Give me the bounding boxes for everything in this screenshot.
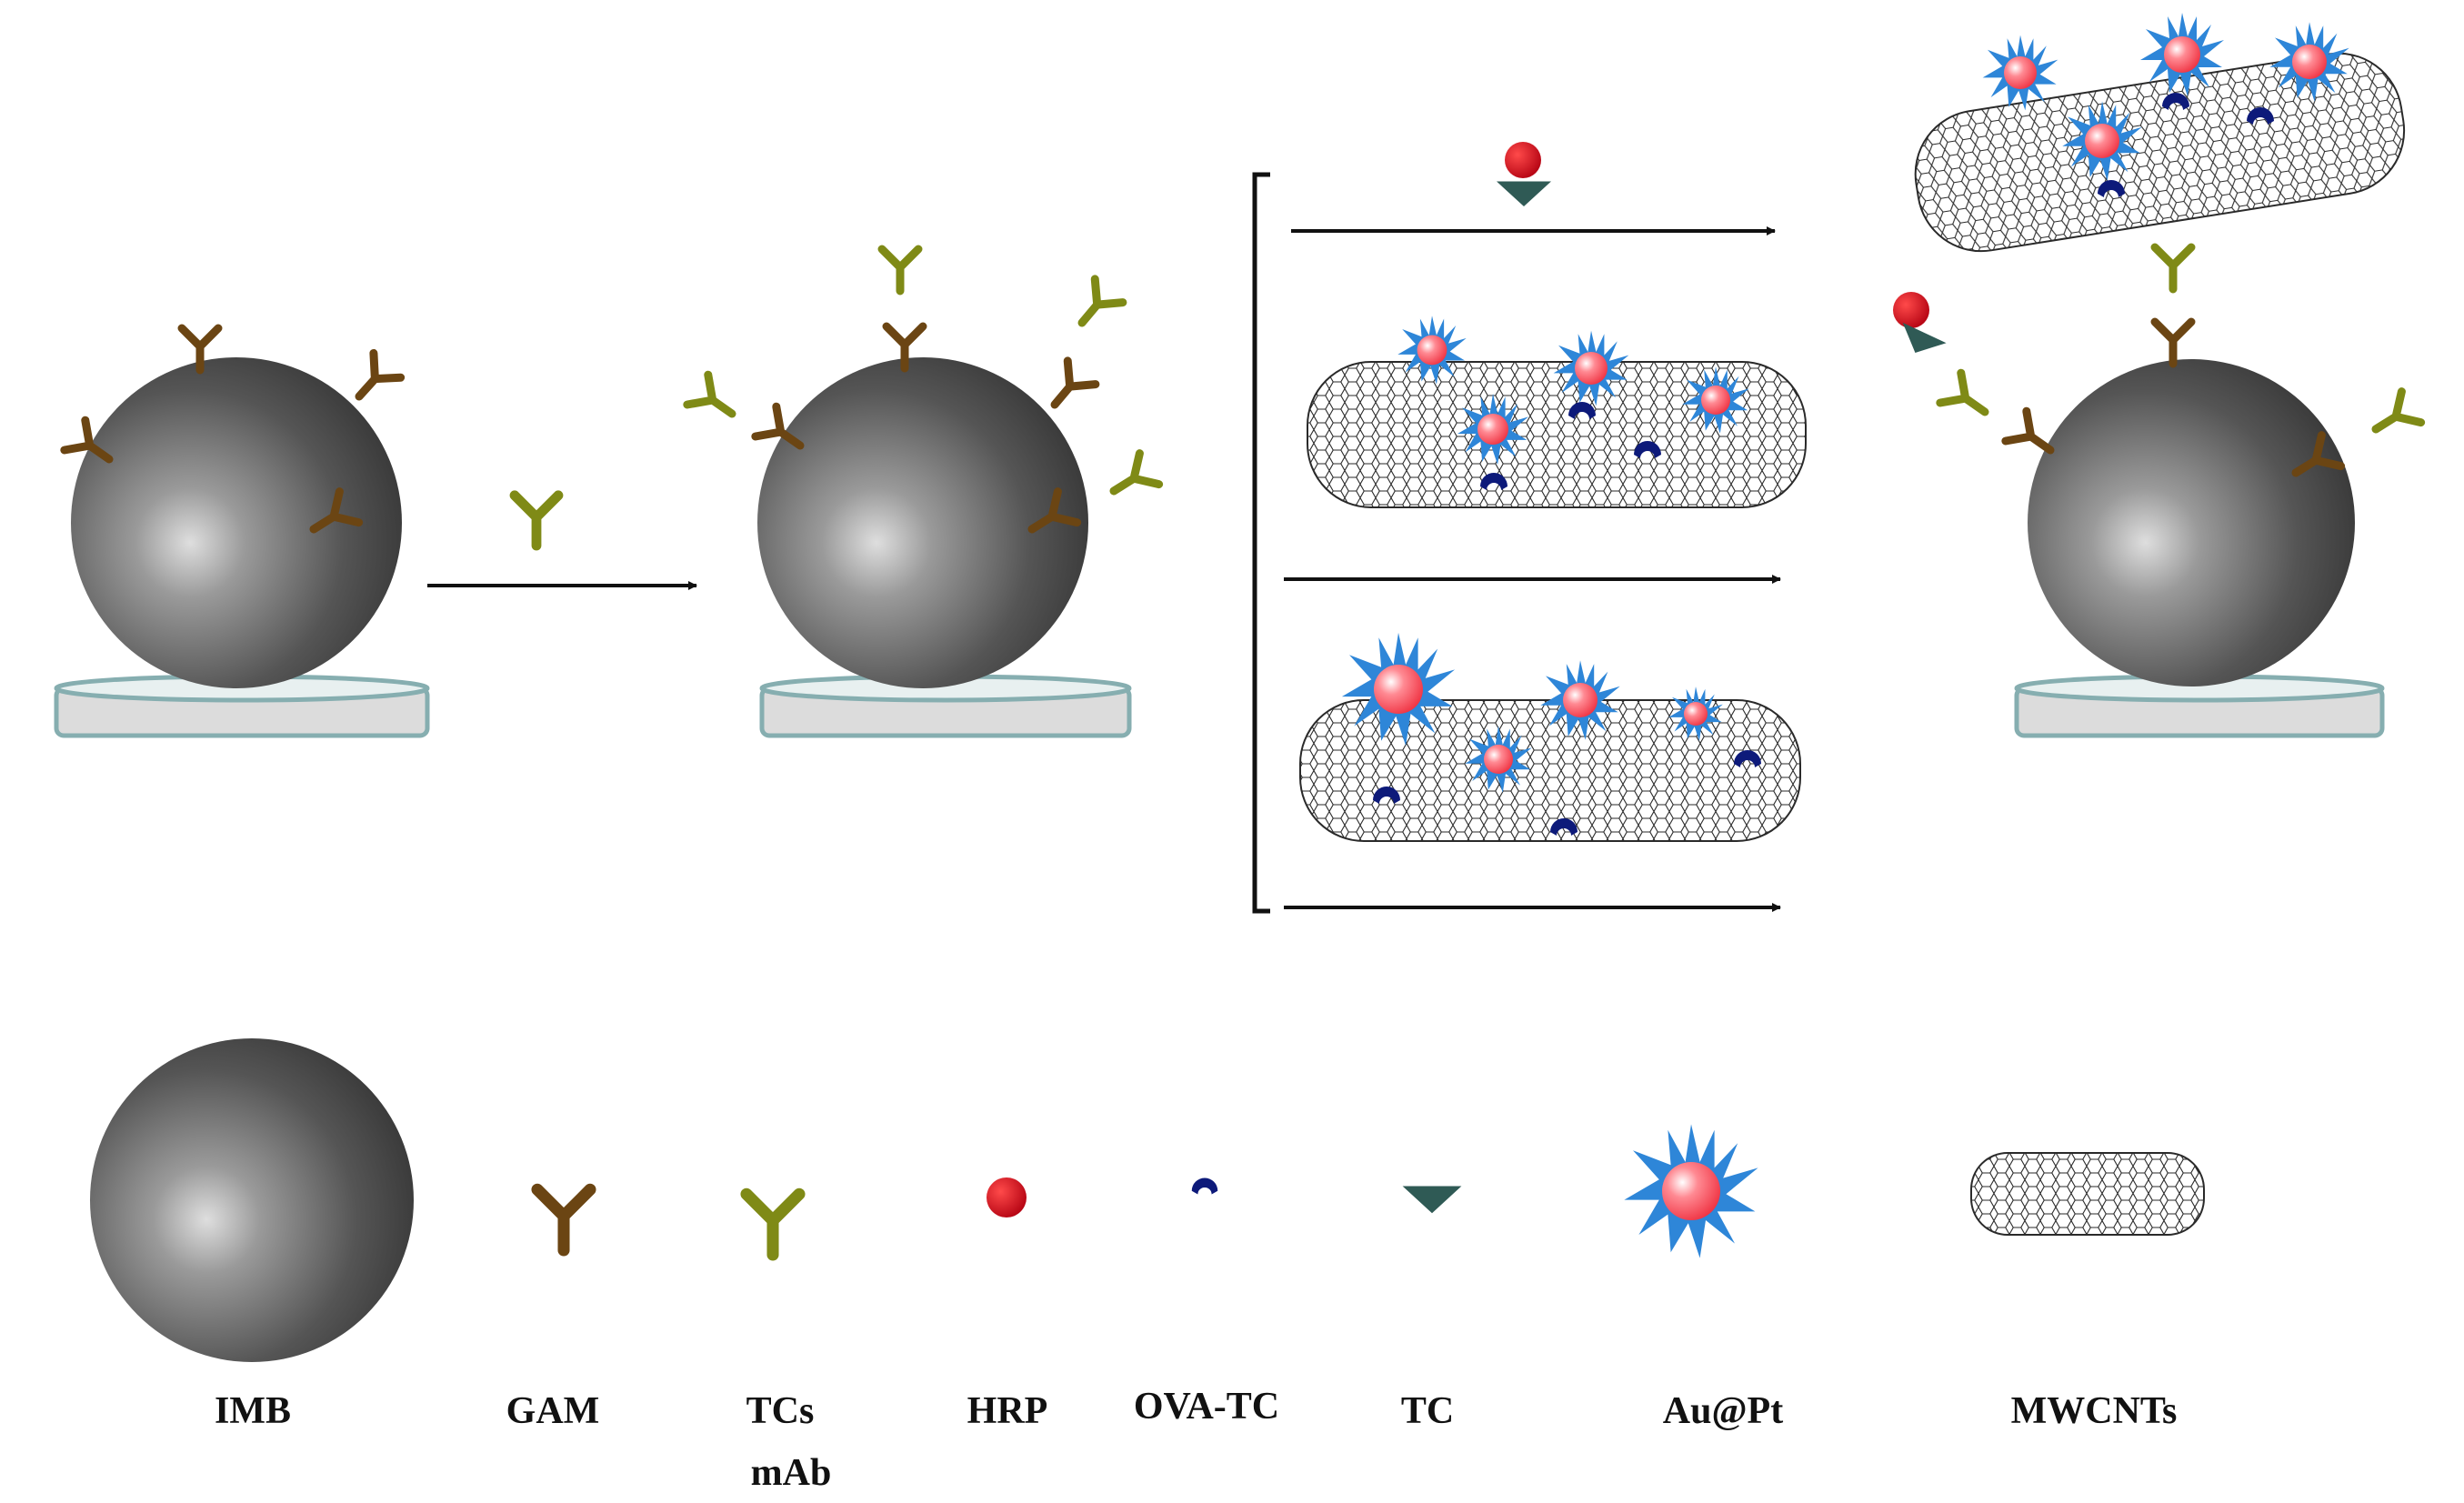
legend-gam-antibody	[537, 1189, 590, 1250]
legend-tcs-mab-antibody	[746, 1194, 799, 1255]
mwcnt-probe	[1307, 316, 1807, 508]
legend-label-gam: GAM	[506, 1390, 600, 1432]
stage-2-imb-gam-tcs-mab	[687, 249, 1159, 738]
legend-label-ova-tc: OVA-TC	[1134, 1386, 1279, 1428]
hrp-tc-conjugate	[1497, 142, 1551, 206]
legend-imb-bead	[90, 1038, 414, 1362]
plate	[759, 674, 1132, 738]
legend-tc	[1402, 1186, 1462, 1214]
imb-bead	[2028, 359, 2355, 686]
imb-bead	[71, 357, 402, 688]
stage-3-result	[1893, 13, 2421, 738]
legend-au-pt	[1624, 1124, 1758, 1258]
legend-hrp	[987, 1177, 1027, 1217]
hrp-tc-conjugate	[1893, 292, 1947, 364]
mwcnt-probe	[1914, 13, 2406, 253]
legend-label-tc: TC	[1401, 1390, 1454, 1432]
legend-label-tcs-mab-line2: mAb	[751, 1452, 832, 1494]
legend-label-tcs-mab-line1: TCs	[746, 1390, 815, 1432]
tcs-mab-antibody	[515, 496, 558, 546]
competition-bracket	[1252, 142, 1807, 914]
mwcnt-probe	[1299, 632, 1801, 842]
plate	[2014, 674, 2385, 738]
legend-mwcnt	[1970, 1152, 2205, 1236]
imb-bead	[757, 357, 1088, 688]
legend-label-mwcnts: MWCNTs	[2011, 1390, 2178, 1432]
legend-label-hrp: HRP	[967, 1390, 1048, 1432]
stage-1-imb-gam	[54, 328, 430, 738]
legend-label-au-pt: Au@Pt	[1663, 1390, 1783, 1432]
legend-ova-tc	[1191, 1177, 1218, 1195]
legend: IMB GAM TCs mAb HRP OVA-TC TC Au@Pt MWCN…	[90, 1038, 2205, 1494]
legend-label-imb: IMB	[215, 1390, 291, 1432]
